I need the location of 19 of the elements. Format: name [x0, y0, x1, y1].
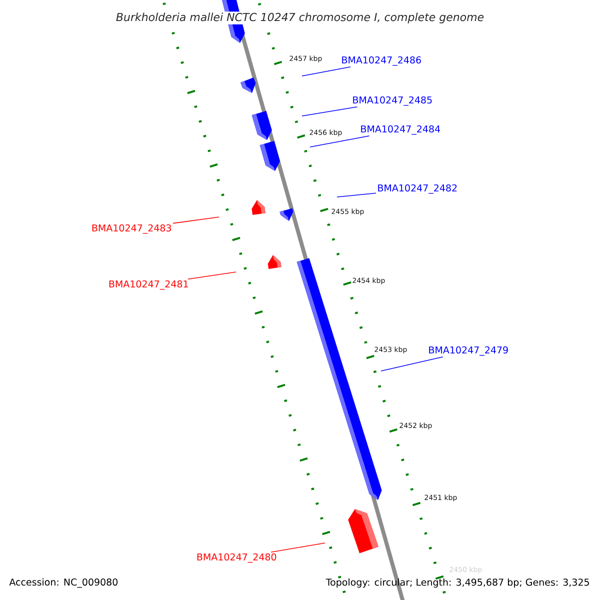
leader-line [270, 542, 326, 553]
genome-info-text: Topology: circular; Length: 3,495,687 bp; Genes: 3,325 [326, 578, 589, 588]
gene-label: BMA10247_2481 [109, 280, 188, 290]
leader-line [188, 272, 236, 280]
gene-label: BMA10247_2482 [378, 184, 457, 194]
gene-label: BMA10247_2484 [361, 125, 440, 135]
gene-label: BMA10247_2483 [92, 224, 172, 234]
leader-line [302, 106, 358, 116]
gene-label: BMA10247_2485 [353, 96, 432, 106]
accession-text: Accession: NC_009080 [8, 577, 120, 589]
title: Burkholderia mallei NCTC 10247 chromosome I, complete genome [114, 12, 486, 24]
gene-label: BMA10247_2479 [429, 346, 508, 356]
leader-line [380, 356, 444, 372]
leader-line [310, 135, 370, 148]
leader-line [172, 216, 220, 224]
leader-line [336, 192, 376, 198]
gene-label: BMA10247_2480 [197, 553, 276, 563]
gene-label: BMA10247_2486 [342, 56, 421, 66]
leader-line [302, 66, 351, 76]
